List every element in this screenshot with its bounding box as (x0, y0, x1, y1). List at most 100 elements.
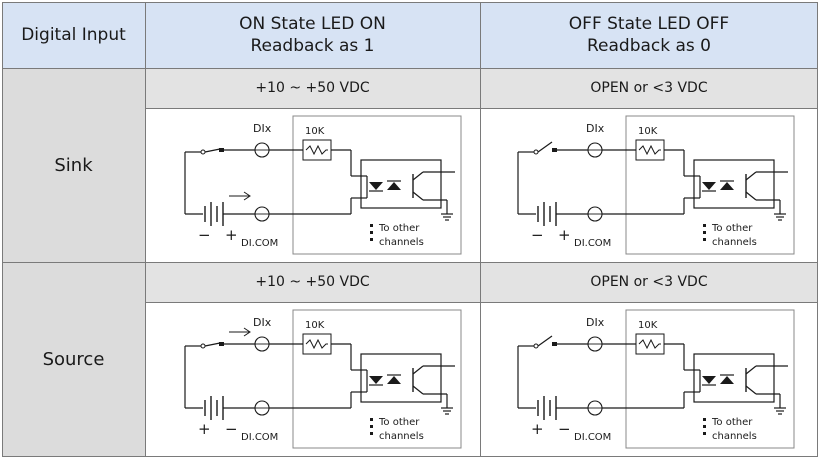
sink-label: Sink (54, 154, 93, 176)
resistor-label: 10K (305, 126, 325, 137)
resistor-label: 10K (638, 126, 658, 137)
switch-pivot (533, 343, 539, 349)
opto-led-b (720, 376, 734, 384)
grid-source-sub (145, 302, 818, 303)
note-line1: To other (378, 417, 420, 428)
module-box (292, 115, 462, 255)
grid-right (817, 2, 818, 457)
opto-led-b (387, 376, 401, 384)
current-arrow-head (243, 327, 251, 337)
polarity-left: + (198, 420, 211, 438)
polarity-right: + (225, 226, 238, 244)
on-state-header: ON State LED ON Readback as 1 (145, 2, 480, 68)
grid-header-bottom (2, 68, 818, 69)
switch-blade-closed (204, 148, 221, 153)
resistor-label: 10K (305, 320, 325, 331)
note-line1: To other (378, 223, 420, 234)
switch-contact (219, 148, 224, 152)
switch-contact (552, 148, 557, 152)
dicom-label: DI.COM (241, 432, 278, 443)
switch-blade-open (537, 335, 553, 347)
note-line1: To other (711, 417, 753, 428)
note-dot-3 (703, 238, 706, 241)
note-dot-3 (703, 432, 706, 435)
resistor-zigzag (305, 338, 328, 350)
transistor-collector (745, 171, 757, 181)
polarity-right: + (558, 226, 571, 244)
switch-contact (219, 342, 224, 346)
note-dot-3 (370, 432, 373, 435)
on-state-line1: ON State LED ON (239, 14, 386, 34)
switch-contact (552, 342, 557, 346)
module-box (625, 309, 795, 449)
note-line2: channels (379, 237, 424, 248)
source-off-voltage-text: OPEN or <3 VDC (590, 274, 708, 290)
note-line2: channels (379, 431, 424, 442)
sink-on-voltage-text: +10 ~ +50 VDC (255, 80, 370, 96)
on-state-line2: Readback as 1 (250, 36, 375, 56)
note-dot-1 (370, 224, 373, 227)
opto-led-b (387, 182, 401, 190)
grid-sink-sub (145, 108, 818, 109)
current-arrow-head (243, 191, 251, 201)
dix-label: DIx (586, 122, 605, 135)
digital-input-header: Digital Input (2, 2, 145, 68)
source-row-label: Source (2, 262, 145, 456)
grid-left (2, 2, 3, 457)
dicom-label: DI.COM (574, 238, 611, 249)
grid-top (2, 2, 818, 3)
polarity-left: + (531, 420, 544, 438)
dix-label: DIx (586, 316, 605, 329)
transistor-emitter (745, 385, 757, 395)
sink-row-label: Sink (2, 68, 145, 262)
digital-input-header-text: Digital Input (21, 25, 126, 45)
transistor-emitter (412, 385, 424, 395)
dicom-label: DI.COM (574, 432, 611, 443)
polarity-left: − (531, 226, 544, 244)
source-on-voltage-text: +10 ~ +50 VDC (255, 274, 370, 290)
polarity-right: − (225, 420, 238, 438)
grid-mid (2, 262, 818, 263)
source-on-voltage: +10 ~ +50 VDC (145, 262, 480, 302)
grid-col1 (145, 2, 146, 457)
transistor-collector (412, 171, 424, 181)
polarity-right: − (558, 420, 571, 438)
module-box (625, 115, 795, 255)
transistor-emitter (745, 191, 757, 201)
transistor-emitter (412, 191, 424, 201)
note-dot-3 (370, 238, 373, 241)
dicom-label: DI.COM (241, 238, 278, 249)
opto-led-a (369, 376, 383, 384)
source-label: Source (42, 348, 105, 370)
resistor-label: 10K (638, 320, 658, 331)
resistor-zigzag (305, 144, 328, 156)
switch-pivot (200, 343, 206, 349)
off-state-line2: Readback as 0 (586, 36, 711, 56)
note-line1: To other (711, 223, 753, 234)
grid-col2 (480, 2, 481, 457)
note-dot-2 (370, 231, 373, 234)
note-dot-1 (370, 418, 373, 421)
switch-blade-open (537, 141, 553, 153)
transistor-collector (745, 365, 757, 375)
sink-on-voltage: +10 ~ +50 VDC (145, 68, 480, 108)
note-dot-1 (703, 418, 706, 421)
off-state-header: OFF State LED OFF Readback as 0 (480, 2, 818, 68)
dix-label: DIx (253, 316, 272, 329)
sink-off-voltage: OPEN or <3 VDC (480, 68, 818, 108)
dix-label: DIx (253, 122, 272, 135)
opto-led-a (702, 182, 716, 190)
transistor-collector (412, 365, 424, 375)
opto-led-a (369, 182, 383, 190)
switch-pivot (533, 149, 539, 155)
switch-blade-closed (204, 342, 221, 347)
note-line2: channels (712, 431, 757, 442)
note-dot-2 (703, 231, 706, 234)
note-dot-1 (703, 224, 706, 227)
